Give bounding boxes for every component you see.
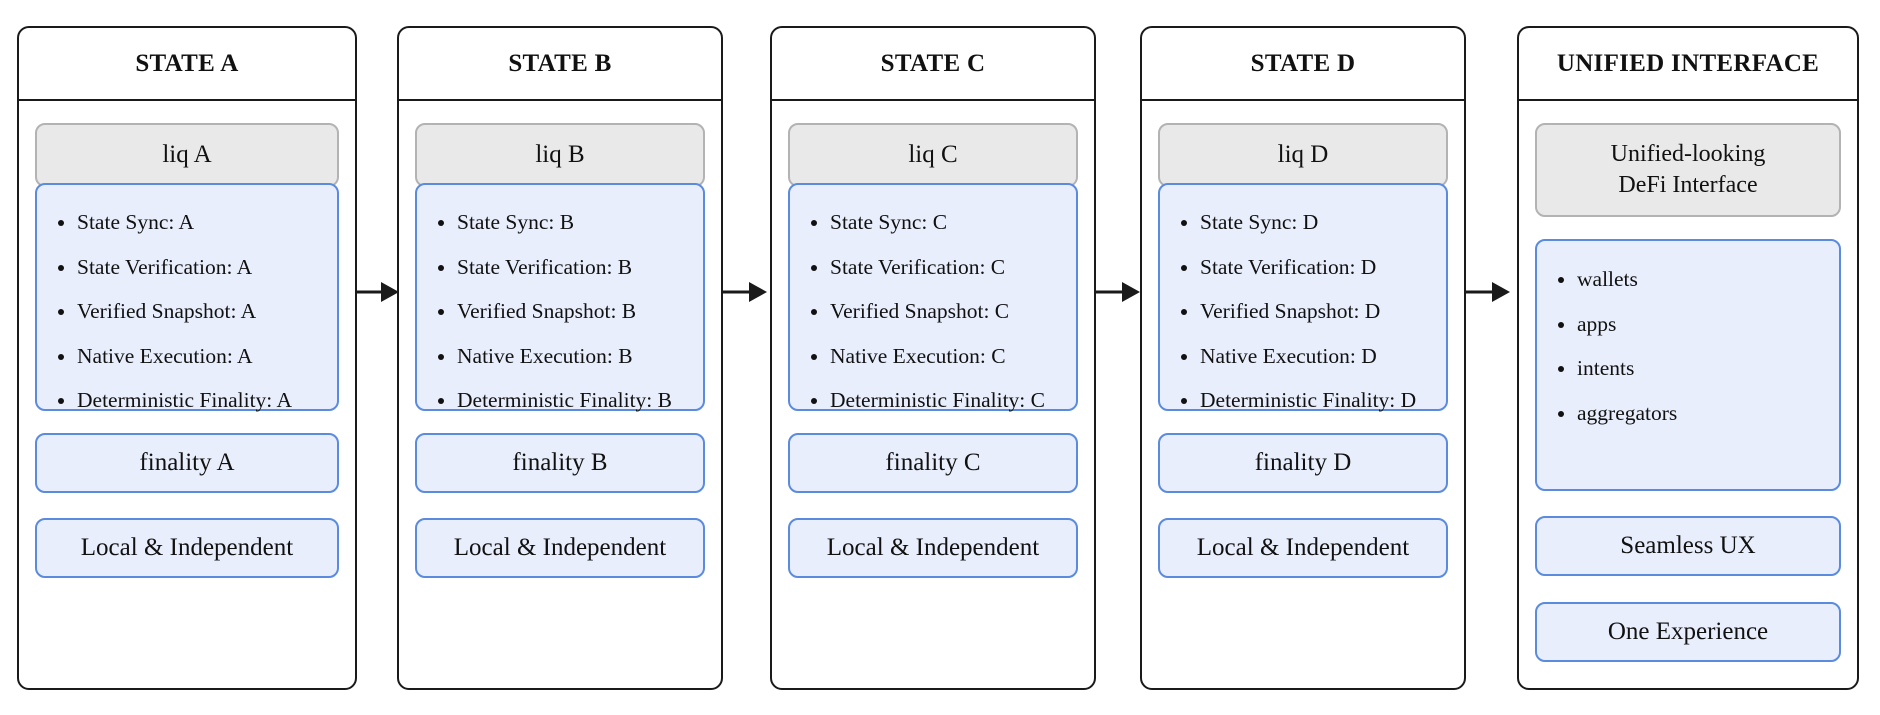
list-item: Verified Snapshot: C [830,289,1045,334]
list-item: Native Execution: B [457,334,672,379]
arrow-c-to-d [1096,282,1140,302]
state-a-title: STATE A [19,28,355,101]
unified-footer-box: One Experience [1535,602,1841,662]
state-c-column: STATE C liq C State Sync: C State Verifi… [770,26,1096,690]
unified-interface-title: UNIFIED INTERFACE [1519,28,1857,101]
list-item: State Verification: B [457,245,672,290]
state-a-properties-box: State Sync: A State Verification: A Veri… [35,183,339,412]
list-item: Verified Snapshot: A [77,289,292,334]
state-b-column: STATE B liq B State Sync: B State Verifi… [397,26,723,690]
list-item: State Sync: B [457,200,672,245]
state-b-footer-box: Local & Independent [415,518,705,578]
list-item: apps [1577,302,1677,347]
state-a-finality-box: finality A [35,433,339,493]
state-d-properties-box: State Sync: D State Verification: D Veri… [1158,183,1448,412]
list-item: Native Execution: A [77,334,292,379]
state-b-liquidity-box: liq B [415,123,705,187]
state-c-properties-list: State Sync: C State Verification: C Veri… [790,200,1045,423]
state-b-title: STATE B [399,28,721,101]
arrow-a-to-b [355,282,399,302]
state-a-footer-box: Local & Independent [35,518,339,578]
unified-interface-box: Unified-looking DeFi Interface [1535,123,1841,217]
state-d-footer-box: Local & Independent [1158,518,1448,578]
list-item: Native Execution: C [830,334,1045,379]
state-d-properties-list: State Sync: D State Verification: D Veri… [1160,200,1416,423]
unified-interface-column: UNIFIED INTERFACE Unified-looking DeFi I… [1517,26,1859,690]
arrow-b-to-c [723,282,767,302]
unified-access-box: wallets apps intents aggregators [1535,239,1841,491]
list-item: Deterministic Finality: A [77,378,292,423]
state-b-properties-box: State Sync: B State Verification: B Veri… [415,183,705,412]
state-b-finality-box: finality B [415,433,705,493]
arrow-d-to-unified [1466,282,1510,302]
state-c-properties-box: State Sync: C State Verification: C Veri… [788,183,1078,412]
list-item: aggregators [1577,391,1677,436]
state-c-liquidity-box: liq C [788,123,1078,187]
list-item: State Verification: A [77,245,292,290]
state-a-column: STATE A liq A State Sync: A State Verifi… [17,26,357,690]
state-b-properties-list: State Sync: B State Verification: B Veri… [417,200,672,423]
state-d-title: STATE D [1142,28,1464,101]
state-d-column: STATE D liq D State Sync: D State Verifi… [1140,26,1466,690]
list-item: State Sync: C [830,200,1045,245]
list-item: Verified Snapshot: D [1200,289,1416,334]
list-item: Verified Snapshot: B [457,289,672,334]
unified-interface-line-1: Unified-looking [1610,141,1766,167]
list-item: Native Execution: D [1200,334,1416,379]
state-c-finality-box: finality C [788,433,1078,493]
state-c-title: STATE C [772,28,1094,101]
list-item: Deterministic Finality: D [1200,378,1416,423]
list-item: State Verification: D [1200,245,1416,290]
state-c-footer-box: Local & Independent [788,518,1078,578]
list-item: State Verification: C [830,245,1045,290]
state-d-liquidity-box: liq D [1158,123,1448,187]
state-d-finality-box: finality D [1158,433,1448,493]
list-item: Deterministic Finality: C [830,378,1045,423]
state-a-properties-list: State Sync: A State Verification: A Veri… [37,200,292,423]
unified-access-list: wallets apps intents aggregators [1537,257,1677,435]
list-item: State Sync: D [1200,200,1416,245]
list-item: Deterministic Finality: B [457,378,672,423]
list-item: intents [1577,346,1677,391]
unified-ux-box: Seamless UX [1535,516,1841,576]
unified-interface-line-2: DeFi Interface [1618,172,1758,198]
list-item: wallets [1577,257,1677,302]
list-item: State Sync: A [77,200,292,245]
state-a-liquidity-box: liq A [35,123,339,187]
